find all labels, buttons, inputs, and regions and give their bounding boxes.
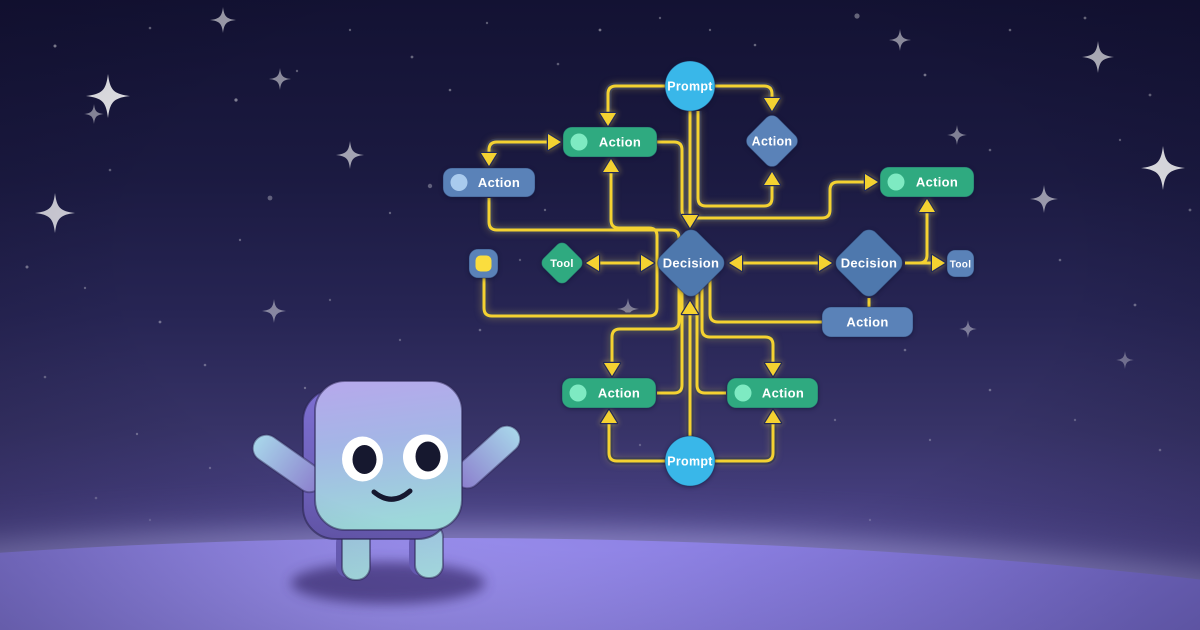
node-prompt-top: Prompt [664,60,716,112]
tool-box [946,249,975,278]
action-box [562,126,658,158]
action-dot-icon [570,133,588,151]
node-prompt-bottom: Prompt [664,435,716,487]
mascot-pupil-right [415,441,441,472]
flow-nodes: Prompt Action Action Action [442,60,975,487]
action-box [726,377,819,409]
action-green-top-label: Action [599,135,641,150]
node-action-green-top: Action [562,126,658,158]
action-diamond-label: Action [752,135,793,149]
action-box [879,166,975,198]
action-green-bottom-right-label: Action [762,386,804,401]
node-decision-right: Decision [835,229,903,297]
decision-diamond-shape [835,229,903,297]
action-dot-icon [569,384,587,402]
node-action-blue-right: Action [821,306,914,338]
action-green-right-label: Action [916,175,958,190]
node-action-green-bottom-left: Action [561,377,657,409]
node-decision-center: Decision [657,229,725,297]
prompt-circle [664,435,716,487]
prompt-circle [664,60,716,112]
mascot-pupil-left [352,445,377,474]
node-action-green-bottom-right: Action [726,377,819,409]
decision-right-label: Decision [841,256,898,271]
action-box [561,377,657,409]
action-dot-icon [450,174,468,191]
decision-diamond-shape [657,229,725,297]
accent-square-icon [475,255,492,272]
action-box [442,167,536,198]
flow-arrowheads [479,96,947,425]
mascot-smile [371,488,413,502]
tool-diamond-shape [541,242,583,284]
tool-right-label: Tool [950,260,972,271]
mascot-body [314,380,463,531]
node-tool-left: Tool [541,242,583,284]
node-tool-right: Tool [946,249,975,278]
tool-left-label: Tool [550,258,574,270]
action-dot-icon [887,173,905,191]
prompt-bottom-label: Prompt [667,455,713,469]
action-blue-right-label: Action [846,315,888,330]
node-accent-square [468,248,499,279]
decision-center-label: Decision [663,256,720,271]
action-box [821,306,914,338]
action-blue-left-label: Action [478,175,520,190]
prompt-top-label: Prompt [667,80,713,94]
action-diamond-shape [745,114,799,168]
star-dots [25,13,1192,522]
action-green-bottom-left-label: Action [598,386,640,401]
node-action-blue-left: Action [442,167,536,198]
node-action-green-right: Action [879,166,975,198]
node-action-diamond: Action [745,114,799,168]
action-dot-icon [734,384,752,402]
